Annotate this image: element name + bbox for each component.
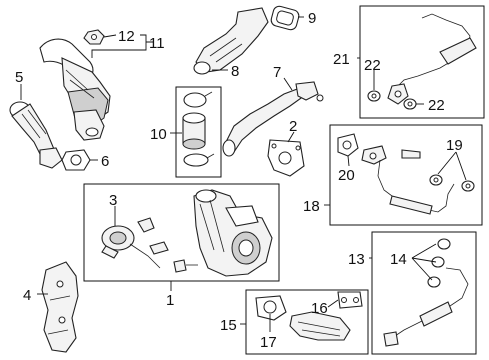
callout-17: 17 [260, 334, 277, 351]
callout-9: 9 [308, 10, 316, 27]
oil-return-tube-18 [337, 133, 475, 215]
elbow-duct-8 [193, 7, 269, 75]
callout-16: 16 [311, 300, 328, 317]
wastegate-actuator-3 [101, 225, 161, 269]
box-tube-21 [359, 5, 485, 119]
flange-gasket-2 [267, 139, 305, 177]
box-tube-18 [329, 124, 483, 226]
callout-19: 19 [446, 137, 463, 154]
box-hose-clamps [175, 86, 222, 178]
callout-6: 6 [101, 153, 109, 170]
box-tube-13 [371, 231, 477, 355]
callout-1: 1 [166, 292, 174, 309]
callout-20: 20 [338, 167, 355, 184]
callout-21: 21 [333, 51, 350, 68]
gasket-6 [61, 149, 91, 171]
callout-5: 5 [15, 69, 23, 86]
callout-11: 11 [149, 35, 165, 52]
leader-lines [20, 16, 467, 332]
callout-14: 14 [390, 251, 407, 268]
callout-10: 10 [150, 126, 167, 143]
callout-3: 3 [109, 192, 117, 209]
washer-22a [367, 90, 381, 102]
downpipe [9, 101, 63, 169]
callout-4: 4 [23, 287, 31, 304]
oil-feed-tube-21 [387, 13, 477, 105]
callout-18: 18 [303, 198, 320, 215]
tube-assembly-15 [255, 291, 363, 341]
box-tube-15 [245, 289, 369, 355]
coolant-tube-13 [383, 238, 469, 347]
callout-13: 13 [348, 251, 365, 268]
catalytic-converter [39, 38, 111, 141]
callout-22-right: 22 [428, 97, 445, 114]
nut-12 [83, 29, 105, 45]
callout-12: 12 [118, 28, 135, 45]
callout-15: 15 [220, 317, 237, 334]
hose-clamps-10 [182, 91, 215, 167]
callout-7: 7 [273, 64, 281, 81]
gasket-9 [270, 5, 300, 31]
callout-2: 2 [289, 118, 297, 135]
bolt-fitting [137, 217, 198, 273]
intake-pipe-7 [222, 81, 324, 157]
heat-shield-4 [41, 261, 79, 353]
box-turbo-assembly [83, 183, 280, 282]
callout-8: 8 [231, 63, 239, 80]
callout-22-top: 22 [364, 57, 381, 74]
turbocharger [193, 189, 273, 277]
washer-22b [403, 98, 417, 110]
